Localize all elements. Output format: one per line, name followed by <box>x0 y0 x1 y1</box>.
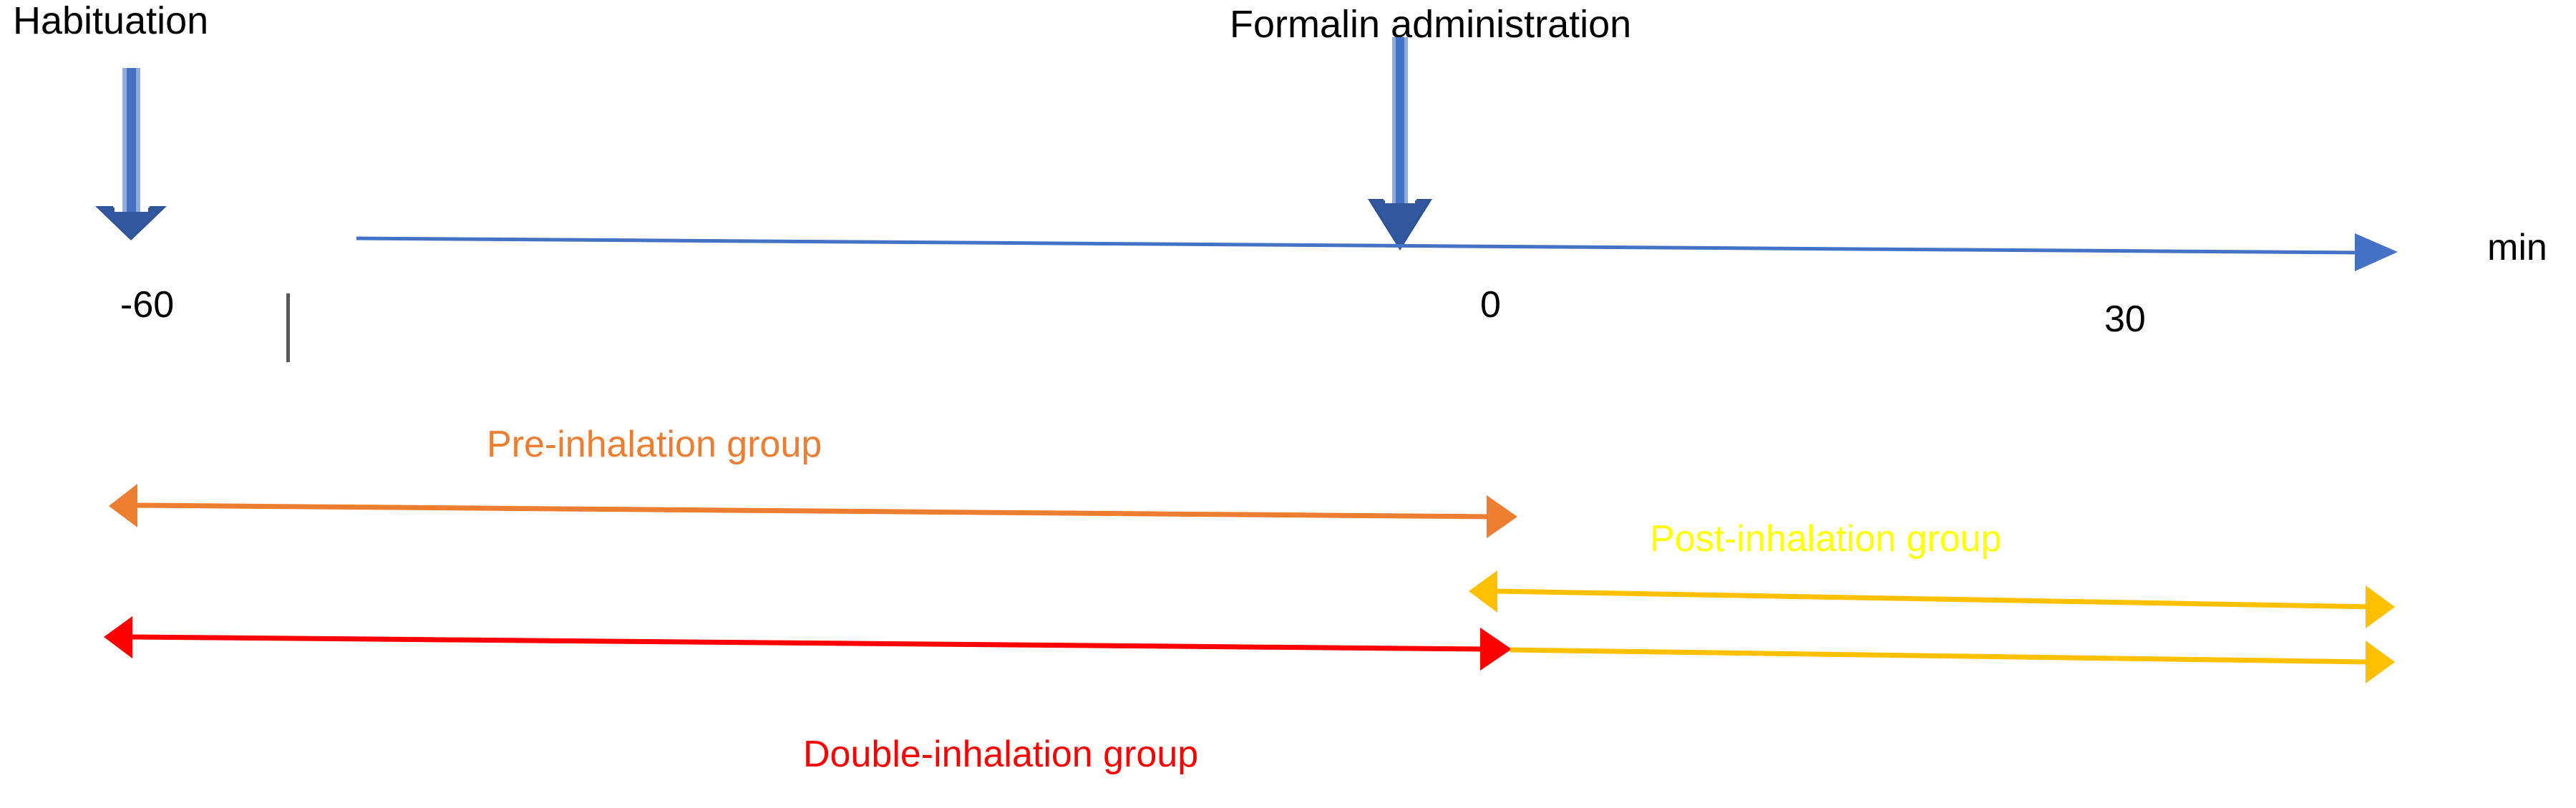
pre-inhalation-group-arrow <box>109 484 1517 538</box>
timeline-axis <box>356 233 2398 271</box>
axis-right-arrow-icon <box>2355 233 2398 271</box>
double-inhalation-group-label: Double-inhalation group <box>803 734 1199 775</box>
double-inhalation-continuation-arrow <box>1510 641 2395 683</box>
pre-group-left-arrowhead-icon <box>109 484 137 527</box>
double-group-left-arrowhead-icon <box>104 616 132 658</box>
double-group-right-arrowhead-icon <box>1480 628 1512 671</box>
habituation-label: Habituation <box>13 0 209 42</box>
formalin-administration-label: Formalin administration <box>1230 3 1632 46</box>
axis-tick-mark-icon <box>286 293 290 362</box>
double-inhalation-group-arrow <box>104 616 1512 671</box>
post-group-left-arrowhead-icon <box>1469 570 1497 613</box>
axis-tick-label-zero: 0 <box>1480 284 1501 326</box>
post-inhalation-group-label: Post-inhalation group <box>1650 518 2002 560</box>
formalin-down-arrow-icon <box>1368 37 1432 250</box>
double-group-continuation-arrowhead-icon <box>2366 641 2395 683</box>
pre-inhalation-group-label: Pre-inhalation group <box>487 424 822 465</box>
post-inhalation-group-arrow <box>1469 570 2395 628</box>
axis-tick-label-thirty: 30 <box>2104 298 2146 340</box>
habituation-down-arrow-icon <box>95 68 167 240</box>
axis-tick-label-minus60: -60 <box>120 284 175 326</box>
pre-group-right-arrowhead-icon <box>1487 495 1517 538</box>
post-group-right-arrowhead-icon <box>2366 585 2395 628</box>
axis-unit-label: min <box>2487 227 2547 268</box>
